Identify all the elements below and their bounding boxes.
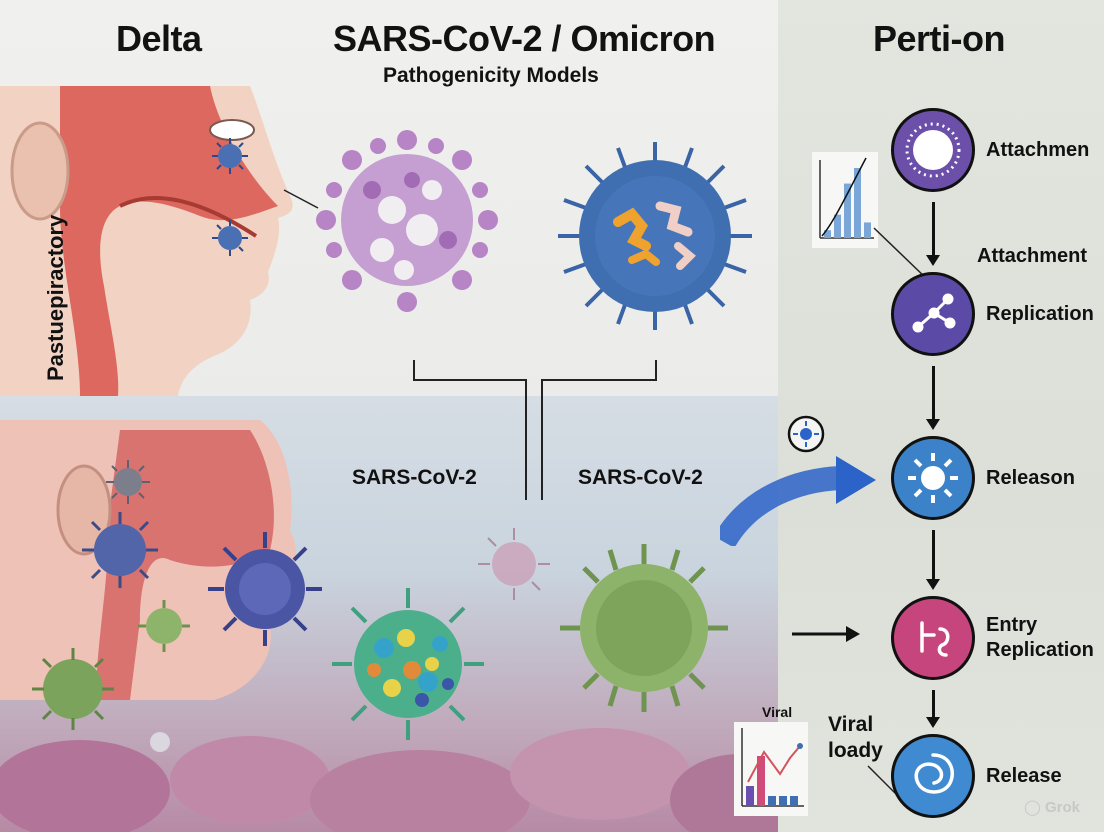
mini-bottom-bar <box>768 796 776 806</box>
viral-load-label: Viral loady <box>828 712 883 764</box>
pointer-line <box>283 189 319 209</box>
mini-top-bar <box>854 168 861 238</box>
head-profile-bottom <box>0 420 296 700</box>
step-arrow <box>926 366 940 430</box>
swirl-icon <box>914 753 955 794</box>
step-2-label: Replication <box>986 302 1094 325</box>
subtitle: Pathogenicity Models <box>383 64 599 87</box>
blue-virus-small-left <box>82 512 158 588</box>
step-1-label: Attachmen <box>986 138 1090 161</box>
green-virus-left <box>32 648 114 730</box>
mini-chart-bottom <box>734 722 808 816</box>
green-virus-large <box>560 544 728 712</box>
step-4-label: Entry Replication <box>986 614 1094 661</box>
grey-virus <box>106 460 150 504</box>
mini-top-bar <box>864 222 871 238</box>
mini-top-bar <box>824 230 831 238</box>
mini-chart-top <box>812 152 878 248</box>
step-3-label: Releason <box>986 466 1075 489</box>
title-left: Delta <box>116 18 202 59</box>
tissue-surface <box>0 728 778 832</box>
mini-bottom-bar <box>757 756 765 806</box>
multicolor-virus <box>332 588 484 740</box>
small-virus-1 <box>212 138 248 174</box>
mini-chart-pointer <box>873 227 929 281</box>
title-center: SARS-CoV-2 / Omicron <box>333 18 716 59</box>
small-virus-2 <box>212 220 248 256</box>
small-sun-icon <box>787 415 825 453</box>
virus-label-right: SARS-CoV-2 <box>578 466 703 489</box>
watermark: ◯ Grok <box>1024 798 1080 816</box>
straight-arrow <box>792 626 860 642</box>
branch-icon <box>912 293 956 333</box>
step-arrow <box>926 530 940 590</box>
mini-chart-label: Viral <box>762 704 793 720</box>
title-right: Perti-on <box>873 18 1006 59</box>
sun-icon <box>908 453 958 503</box>
head-side-label: Pastuepiractory <box>43 214 68 381</box>
ring-icon <box>905 122 961 178</box>
pink-virus-faint <box>478 528 550 600</box>
virus-label-left: SARS-CoV-2 <box>352 466 477 489</box>
mini-bottom-bar <box>746 786 754 806</box>
curved-arrow <box>720 456 876 546</box>
step-5-circle <box>891 734 975 818</box>
step-1-circle <box>891 108 975 192</box>
navy-virus <box>208 532 322 646</box>
viral-load-text: Viral loady <box>828 713 883 762</box>
step-arrow <box>926 202 940 266</box>
step-4-circle <box>891 596 975 680</box>
step-2-circle <box>891 272 975 356</box>
mini-top-bar <box>844 183 851 238</box>
mini-bottom-bar <box>779 796 787 806</box>
step-5-label: Release <box>986 764 1062 787</box>
mini-top-bar <box>834 214 841 238</box>
mini-bottom-bar <box>790 796 798 806</box>
blue-virus <box>558 142 752 330</box>
purple-virus <box>316 130 498 312</box>
hook-icon <box>920 621 950 657</box>
step-3-circle <box>891 436 975 520</box>
bracket-lines <box>413 360 657 500</box>
green-virus-small <box>138 600 190 652</box>
step-side-label: Attachment <box>977 245 1088 267</box>
step-arrow <box>926 690 940 728</box>
watermark-icon: ◯ <box>1024 799 1041 816</box>
watermark-text: Grok <box>1044 799 1080 816</box>
